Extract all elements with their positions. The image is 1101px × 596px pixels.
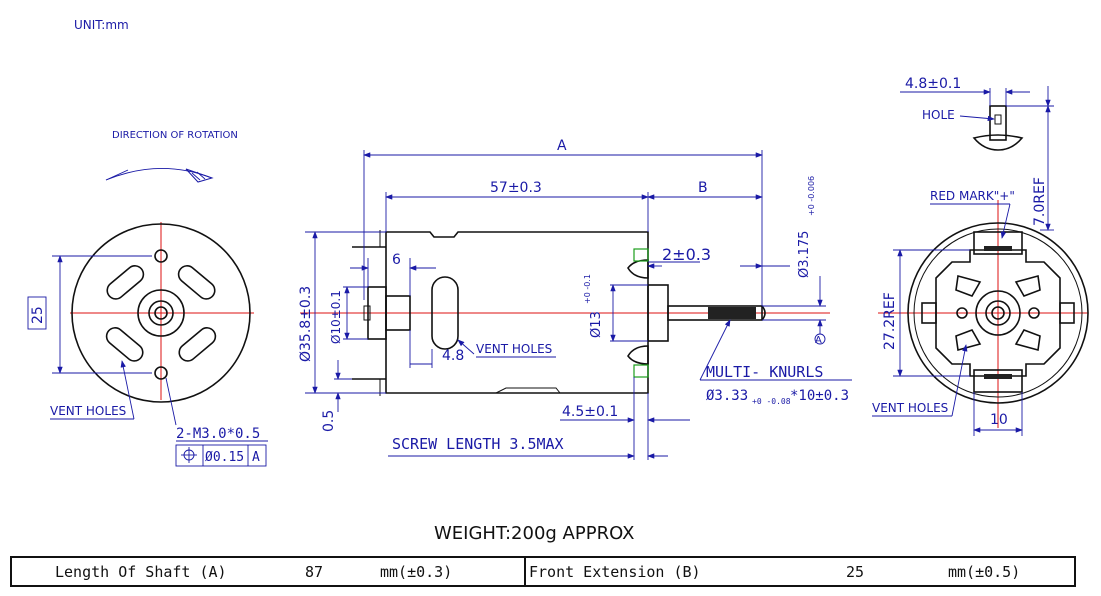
dim-A: A bbox=[557, 138, 567, 154]
spec-left-cell: Length Of Shaft (A) 87 mm(±0.3) bbox=[10, 556, 526, 587]
dim-7-ref: 7.0REF bbox=[1032, 177, 1048, 226]
red-mark-label: RED MARK"+" bbox=[930, 189, 1015, 203]
dim-13-tol: +0 -0.1 bbox=[583, 274, 592, 304]
rotation-label: DIRECTION OF ROTATION bbox=[112, 130, 238, 141]
multi-knurls: MULTI- KNURLS bbox=[706, 363, 823, 381]
unit-label: UNIT:mm bbox=[74, 18, 129, 32]
rear-dim-4-8: 4.8±0.1 bbox=[905, 76, 961, 92]
rear-view: 4.8±0.1 HOLE 7.0REF RED MARK"+" 27.2REF … bbox=[872, 76, 1089, 436]
dim-57: 57±0.3 bbox=[490, 180, 542, 196]
weight-label: WEIGHT:200g APPROX bbox=[434, 523, 634, 544]
shaft-length-label: Length Of Shaft (A) bbox=[55, 562, 227, 581]
dim-4-5: 4.5±0.1 bbox=[562, 404, 618, 420]
front-vent-holes-label: VENT HOLES bbox=[50, 404, 126, 418]
spec-right-cell: Front Extension (B) 25 mm(±0.5) bbox=[524, 556, 1076, 587]
screw-length: SCREW LENGTH 3.5MAX bbox=[392, 435, 564, 453]
front-extension-tolerance: mm(±0.5) bbox=[948, 562, 1021, 581]
dim-0-5: 0.5 bbox=[321, 410, 337, 432]
dim-25: 25 bbox=[30, 306, 46, 324]
tolerance-datum: A bbox=[252, 450, 260, 465]
rear-vent-holes-label: VENT HOLES bbox=[872, 401, 948, 415]
dim-B: B bbox=[698, 180, 708, 196]
spec-table: Length Of Shaft (A) 87 mm(±0.3) Front Exte… bbox=[10, 556, 1076, 587]
table-row: Length Of Shaft (A) 87 mm(±0.3) Front Exte… bbox=[10, 556, 1076, 587]
tolerance-frame: Ø0.15 A bbox=[175, 444, 267, 467]
front-extension-value: 25 bbox=[846, 562, 865, 581]
dim-6: 6 bbox=[392, 252, 401, 268]
knurl-spec-tail: *10±0.3 bbox=[790, 388, 849, 404]
datum-A: A bbox=[815, 335, 822, 346]
side-view: A 57±0.3 B 6 2±0.3 Ø35.8±0.3 Ø10±0.1 bbox=[298, 138, 852, 460]
dim-3-175: Ø3.175 bbox=[797, 231, 812, 278]
shaft-length-tolerance: mm(±0.3) bbox=[380, 562, 453, 581]
rotation-indicator: DIRECTION OF ROTATION bbox=[105, 130, 238, 183]
screw-spec: 2-M3.0*0.5 bbox=[176, 426, 260, 442]
hole-label: HOLE bbox=[922, 108, 955, 122]
front-extension-label: Front Extension (B) bbox=[529, 562, 701, 581]
dim-13: Ø13 bbox=[589, 311, 604, 338]
dim-10: Ø10±0.1 bbox=[329, 290, 343, 344]
dim-35-8: Ø35.8±0.3 bbox=[298, 286, 314, 362]
knurl-tol: +0 -0.08 bbox=[752, 397, 791, 406]
shaft-length-value: 87 bbox=[305, 562, 324, 581]
dim-2: 2±0.3 bbox=[662, 245, 711, 264]
rear-dim-10: 10 bbox=[990, 412, 1008, 428]
front-view: 25 VENT HOLES 2-M3.0*0.5 Ø0.15 A bbox=[27, 222, 268, 467]
dim-27-2: 27.2REF bbox=[882, 292, 898, 350]
dim-4-8: 4.8 bbox=[442, 348, 464, 364]
side-vent-holes-label: VENT HOLES bbox=[476, 342, 552, 356]
tolerance-value: Ø0.15 bbox=[205, 450, 244, 465]
dim-3-175-tol: +0 -0.006 bbox=[807, 176, 816, 216]
knurl-spec: Ø3.33 bbox=[706, 388, 748, 404]
